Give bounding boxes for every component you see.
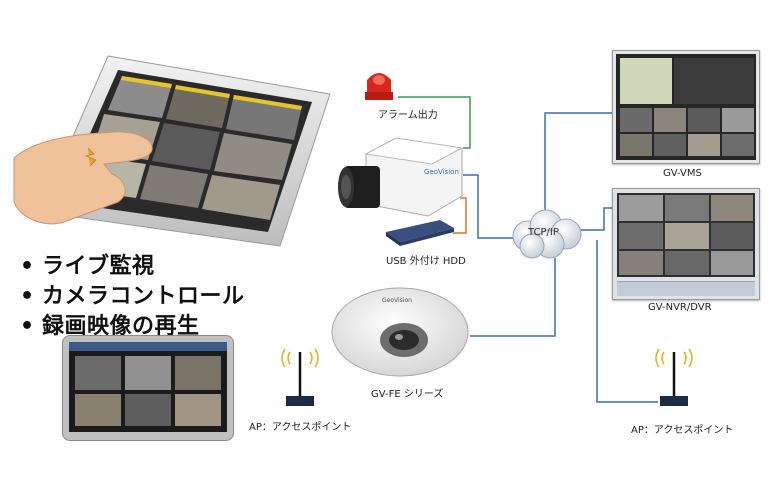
fisheye-camera-icon: GeoVision (330, 282, 470, 378)
network-cloud-icon (506, 206, 588, 262)
vms-label: GV-VMS (663, 168, 702, 179)
box-camera-icon: GeoVision (336, 132, 464, 222)
hdd-wire (453, 197, 467, 234)
access-point-left-icon (276, 346, 324, 412)
vms-monitor (612, 50, 760, 164)
tablet-illustration (39, 55, 331, 247)
camera-network-wire (463, 174, 520, 239)
svg-text:GeoVision: GeoVision (382, 297, 412, 304)
svg-text:GeoVision: GeoVision (424, 168, 459, 176)
fisheye-wire (470, 258, 556, 337)
nvr-wire (580, 207, 612, 231)
feature-live-monitoring: •ライブ監視 (20, 254, 155, 279)
alarm-output-label: アラーム出力 (378, 110, 438, 121)
android-tablet (62, 335, 234, 441)
usb-hdd-icon (384, 218, 456, 248)
ap-right-label: AP：アクセスポイント (631, 425, 734, 436)
feature-camera-control: •カメラコントロール (20, 284, 245, 309)
tablet-device (39, 52, 332, 248)
ap-right-wire (596, 240, 658, 403)
alarm-light-icon (361, 66, 397, 102)
vms-wire (544, 112, 612, 214)
feature-playback: •録画映像の再生 (20, 314, 200, 339)
alarm-wire (398, 96, 471, 149)
nvr-monitor (612, 188, 760, 300)
ap-left-label: AP：アクセスポイント (249, 422, 352, 433)
hand-illustration (4, 118, 154, 228)
nvr-label: GV-NVR/DVR (648, 302, 712, 313)
tcpip-label: TCP/IP (528, 227, 559, 238)
usb-hdd-label: USB 外付け HDD (386, 256, 466, 267)
access-point-right-icon (650, 346, 698, 412)
touch-spark-icon (84, 147, 97, 167)
fe-series-label: GV-FE シリーズ (371, 389, 444, 400)
